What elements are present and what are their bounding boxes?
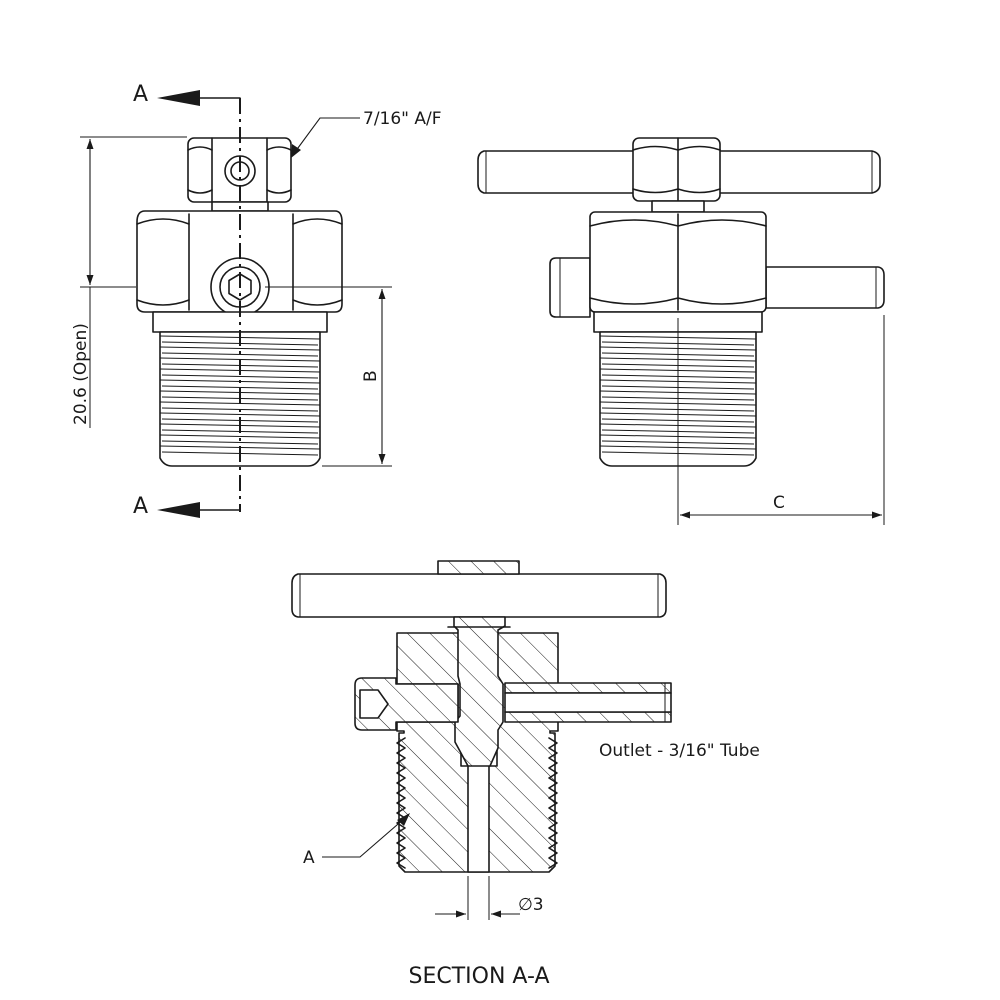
hex-size-label: 7/16" A/F [363, 109, 442, 129]
thread-crest [159, 434, 321, 439]
side-outlet-tube [765, 266, 885, 309]
thread-root [161, 352, 319, 357]
side-neck [651, 200, 705, 213]
thread-profile [396, 737, 406, 869]
thread-root [161, 385, 319, 390]
section-marker-bottom: A [133, 494, 148, 519]
section-handle-cap [437, 560, 520, 575]
thread-crest [159, 346, 321, 351]
dim-c-label: C [773, 493, 785, 513]
section-bleed-screw [354, 677, 459, 731]
section-view: Outlet - 3/16" Tube A ∅3 SECTION A-A [291, 560, 760, 989]
hex-size-leader [294, 117, 360, 153]
side-top-hex [632, 137, 721, 202]
section-leader-label: A [303, 848, 315, 868]
section-arrow-bottom [157, 502, 200, 518]
section-stem [453, 616, 506, 767]
section-t-handle [291, 573, 667, 618]
thread-root [161, 374, 319, 379]
outlet-label: Outlet - 3/16" Tube [599, 741, 760, 761]
section-leader-line [322, 817, 406, 858]
section-arrow-top [157, 90, 200, 106]
side-body-hex [589, 211, 767, 313]
side-view: C [477, 137, 885, 525]
thread-root [161, 440, 319, 445]
height-open-label: 20.6 (Open) [71, 323, 91, 425]
section-outlet-tube [504, 682, 672, 723]
section-title: SECTION A-A [409, 964, 550, 989]
front-view: A A 7/16" A/F 20.6 (Open) B [71, 82, 442, 519]
section-marker-top: A [133, 82, 148, 107]
section-thread [396, 737, 558, 869]
bore-diameter-label: ∅3 [518, 895, 544, 915]
thread-crest [159, 412, 321, 417]
side-bleed-screw [549, 257, 591, 318]
thread-profile [548, 737, 558, 869]
dim-b-label: B [361, 370, 381, 382]
